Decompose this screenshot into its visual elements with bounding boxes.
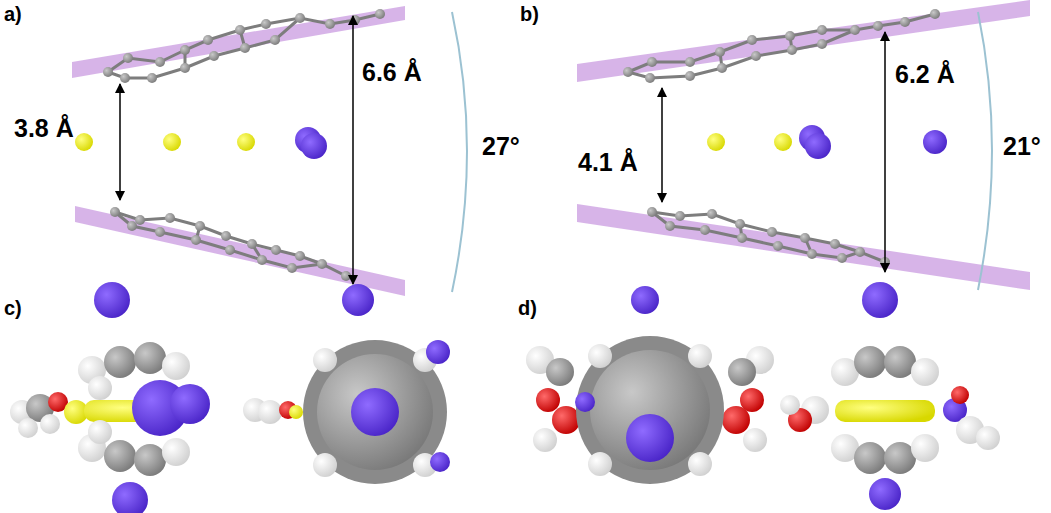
panel-c-space-filling	[10, 282, 450, 513]
angle-label: 21°	[1003, 134, 1041, 159]
panel-a-structure	[72, 6, 467, 296]
panel-letter: d)	[518, 298, 537, 318]
distance-label: 6.6 Å	[362, 60, 422, 85]
panel-b-structure	[577, 0, 1030, 290]
panel-d-space-filling	[526, 282, 1000, 510]
panel-letter: b)	[520, 4, 539, 24]
distance-label: 3.8 Å	[14, 116, 74, 141]
distance-label: 6.2 Å	[895, 62, 955, 87]
angle-label: 27°	[482, 134, 520, 159]
panel-letter: c)	[4, 298, 22, 318]
panel-letter: a)	[4, 4, 22, 24]
distance-label: 4.1 Å	[578, 150, 638, 175]
